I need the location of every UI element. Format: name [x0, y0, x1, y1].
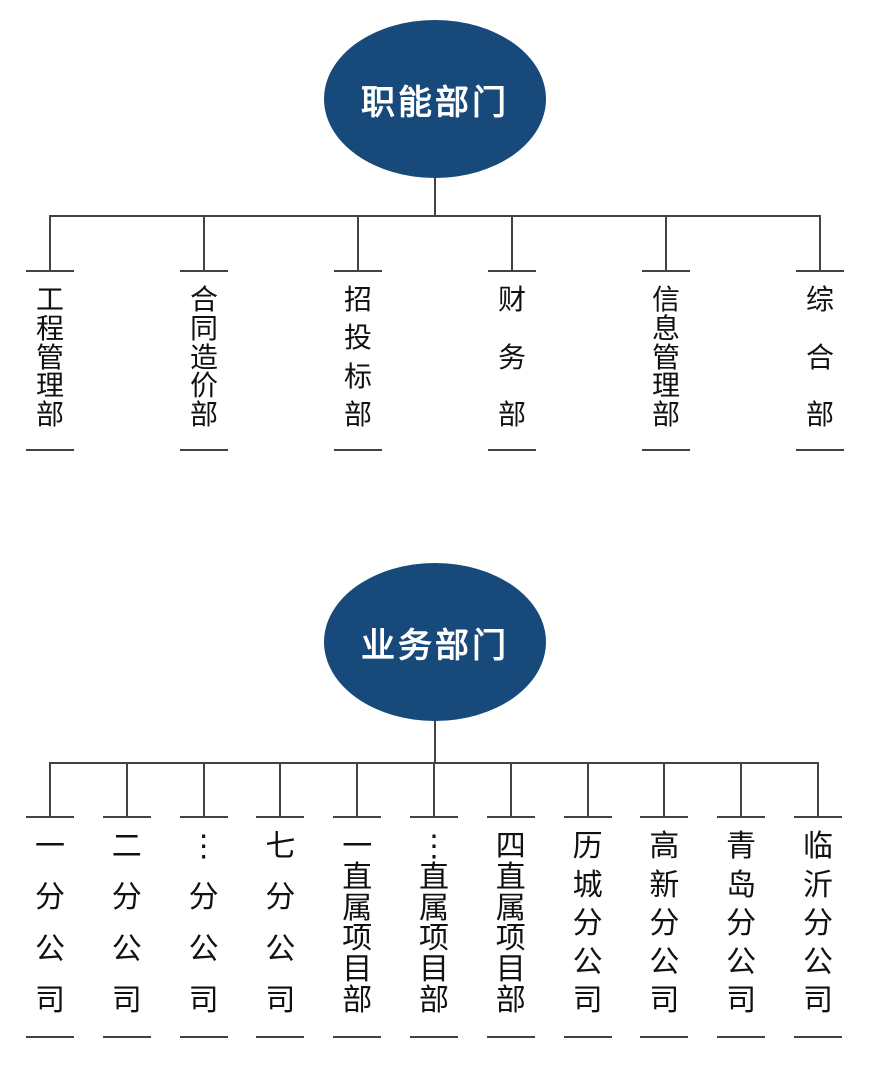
- branch-node-linyi: 临沂分公司: [793, 762, 842, 1038]
- label-bottom-rule: [334, 449, 382, 451]
- connector-line: [740, 762, 743, 816]
- business-root-label: 业务部门: [361, 626, 509, 665]
- functional-root-label: 职能部门: [361, 83, 509, 122]
- label-bottom-rule: [333, 1036, 382, 1038]
- label-top-rule: [102, 816, 151, 818]
- project-dept-node-ellipsis: ⋮直属项目部: [409, 762, 458, 1038]
- dept-label: 招投标部: [343, 284, 372, 430]
- label-bottom-rule: [563, 1036, 612, 1038]
- label-bottom-rule: [256, 1036, 305, 1038]
- dept-node-bidding: 招投标部: [334, 215, 382, 451]
- branch-label: 临沂分公司: [802, 830, 833, 1017]
- dept-label: 信息管理部: [651, 284, 680, 430]
- connector-line: [586, 762, 589, 816]
- label-top-rule: [180, 270, 228, 272]
- label-bottom-rule: [26, 449, 74, 451]
- label-bottom-rule: [642, 449, 690, 451]
- business-root-node: 业务部门: [324, 563, 546, 721]
- business-root-connector: [434, 721, 436, 762]
- branch-node-1: 一分公司: [26, 762, 74, 1038]
- branch-node-licheng: 历城分公司: [563, 762, 612, 1038]
- functional-root-node: 职能部门: [324, 20, 546, 178]
- dept-node-contract-cost: 合同造价部: [180, 215, 228, 451]
- connector-line: [356, 762, 359, 816]
- label-bottom-rule: [486, 1036, 535, 1038]
- label-top-rule: [26, 270, 74, 272]
- functional-root-connector: [434, 177, 436, 216]
- project-dept-node-1: 一直属项目部: [333, 762, 382, 1038]
- label-bottom-rule: [102, 1036, 151, 1038]
- branch-label: 七分公司: [265, 830, 296, 1017]
- connector-line: [816, 762, 819, 816]
- label-top-rule: [793, 816, 842, 818]
- connector-line: [49, 762, 51, 816]
- label-top-rule: [486, 816, 535, 818]
- project-dept-node-4: 四直属项目部: [486, 762, 535, 1038]
- project-dept-label: 四直属项目部: [495, 830, 526, 1017]
- dept-label: 工程管理部: [35, 284, 64, 430]
- business-children-row: 一分公司 二分公司 ⋮分公司 七分公司 一直属项目部: [26, 762, 842, 1038]
- connector-line: [49, 215, 51, 270]
- project-dept-label: ⋮直属项目部: [418, 830, 449, 1017]
- label-top-rule: [796, 270, 844, 272]
- label-top-rule: [334, 270, 382, 272]
- functional-children-row: 工程管理部 合同造价部 招投标部 财务部 信息管理部: [26, 215, 844, 451]
- connector-line: [511, 215, 513, 270]
- branch-label: 历城分公司: [572, 830, 603, 1017]
- label-bottom-rule: [717, 1036, 766, 1038]
- label-top-rule: [488, 270, 536, 272]
- label-bottom-rule: [793, 1036, 842, 1038]
- label-bottom-rule: [26, 1036, 74, 1038]
- branch-node-2: 二分公司: [102, 762, 151, 1038]
- connector-line: [819, 215, 821, 270]
- label-bottom-rule: [409, 1036, 458, 1038]
- dept-node-finance: 财务部: [488, 215, 536, 451]
- connector-line: [202, 762, 205, 816]
- connector-line: [509, 762, 512, 816]
- branch-label: 青岛分公司: [726, 830, 757, 1017]
- connector-line: [203, 215, 205, 270]
- branch-label: 一分公司: [35, 830, 65, 1017]
- branch-label: 高新分公司: [649, 830, 680, 1017]
- branch-node-qingdao: 青岛分公司: [717, 762, 766, 1038]
- label-bottom-rule: [640, 1036, 689, 1038]
- label-top-rule: [179, 816, 228, 818]
- connector-line: [663, 762, 666, 816]
- label-bottom-rule: [180, 449, 228, 451]
- label-top-rule: [563, 816, 612, 818]
- branch-label: 二分公司: [111, 830, 142, 1017]
- label-top-rule: [640, 816, 689, 818]
- label-top-rule: [256, 816, 305, 818]
- dept-node-engineering-management: 工程管理部: [26, 215, 74, 451]
- dept-label: 合同造价部: [189, 284, 218, 430]
- connector-line: [432, 762, 435, 816]
- dept-label: 综合部: [805, 284, 834, 430]
- label-bottom-rule: [179, 1036, 228, 1038]
- branch-label: ⋮分公司: [188, 830, 219, 1017]
- label-top-rule: [409, 816, 458, 818]
- branch-node-ellipsis: ⋮分公司: [179, 762, 228, 1038]
- label-top-rule: [717, 816, 766, 818]
- label-top-rule: [26, 816, 74, 818]
- connector-line: [125, 762, 128, 816]
- label-bottom-rule: [796, 449, 844, 451]
- dept-label: 财务部: [497, 284, 526, 430]
- dept-node-general-affairs: 综合部: [796, 215, 844, 451]
- dept-node-information-management: 信息管理部: [642, 215, 690, 451]
- functional-bus-line: [50, 215, 821, 217]
- branch-node-gaoxin: 高新分公司: [640, 762, 689, 1038]
- label-top-rule: [642, 270, 690, 272]
- label-top-rule: [333, 816, 382, 818]
- label-bottom-rule: [488, 449, 536, 451]
- connector-line: [279, 762, 282, 816]
- branch-node-7: 七分公司: [256, 762, 305, 1038]
- connector-line: [665, 215, 667, 270]
- connector-line: [357, 215, 359, 270]
- project-dept-label: 一直属项目部: [342, 830, 373, 1017]
